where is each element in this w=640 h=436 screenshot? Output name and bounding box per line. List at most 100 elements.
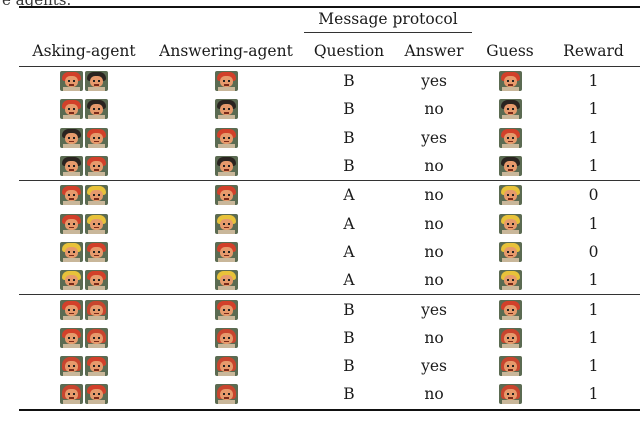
face-redmop-icon: [214, 356, 238, 377]
reward-cell: 1: [588, 100, 599, 119]
guess-cell: [473, 295, 547, 324]
face-black-icon: [498, 99, 522, 120]
answer-cell: no: [424, 186, 444, 205]
reward-cell: 1: [547, 380, 640, 411]
asking-agent-cell: [19, 95, 149, 123]
guess-cell: [473, 124, 547, 152]
face-redmop-icon: [214, 327, 238, 348]
clipped-caption: e agents.: [2, 0, 72, 9]
face-redmop-icon: [498, 384, 522, 405]
face-black-icon: [85, 99, 108, 120]
col-header-asking-agent: Asking-agent: [19, 35, 149, 67]
face-red-icon: [85, 384, 108, 405]
asking-agent-cell: [19, 181, 149, 210]
asking-agent-cell: [19, 352, 149, 380]
face-red-icon: [85, 356, 108, 377]
col-header-guess: Guess: [473, 35, 548, 67]
face-black-icon: [60, 156, 83, 177]
face-red-icon: [498, 127, 522, 148]
answering-agent-cell: [149, 95, 303, 123]
face-red-icon: [60, 299, 83, 320]
face-red-icon: [60, 185, 83, 206]
face-yellow-icon: [498, 213, 522, 234]
asking-agent-cell: [19, 124, 149, 152]
face-red-icon: [214, 127, 238, 148]
face-red-icon: [60, 71, 83, 92]
question-cell: B: [343, 72, 355, 91]
face-yellow-icon: [498, 270, 522, 291]
asking-agent-cell: [19, 238, 149, 266]
answering-agent-cell: [149, 238, 303, 266]
answer-cell: yes: [421, 128, 447, 147]
message-protocol-label: Message protocol: [304, 10, 472, 33]
face-yellow-icon: [214, 270, 238, 291]
face-red-icon: [85, 270, 108, 291]
face-red-icon: [60, 213, 83, 234]
asking-agent-cell: [19, 151, 149, 182]
question-cell: A: [303, 266, 395, 296]
face-yellow-icon: [498, 185, 522, 206]
answering-agent-cell: [149, 67, 303, 96]
answering-agent-cell: [149, 324, 303, 352]
face-black-icon: [498, 156, 522, 177]
asking-agent-cell: [19, 295, 149, 324]
answer-cell: yes: [421, 357, 447, 376]
reward-cell: 1: [588, 128, 599, 147]
face-redmop-icon: [85, 299, 108, 320]
face-black-icon: [60, 127, 83, 148]
answer-cell: yes: [421, 72, 447, 91]
question-cell: B: [343, 328, 355, 347]
question-cell: A: [343, 186, 355, 205]
face-black-icon: [85, 71, 108, 92]
col-header-answering-agent: Answering-agent: [149, 35, 303, 67]
reward-cell: 1: [588, 300, 599, 319]
answering-agent-cell: [149, 181, 303, 210]
guess-cell: [473, 67, 547, 96]
face-redmop-icon: [85, 327, 108, 348]
asking-agent-cell: [19, 324, 149, 352]
face-yellow-icon: [60, 241, 83, 262]
question-cell: A: [343, 242, 355, 261]
asking-agent-cell: [19, 67, 149, 96]
col-header-reward: Reward: [547, 35, 640, 67]
asking-agent-cell: [19, 209, 149, 237]
guess-cell: [473, 352, 547, 380]
face-yellow-icon: [60, 270, 83, 291]
face-red-icon: [60, 327, 83, 348]
question-cell: B: [343, 357, 355, 376]
col-header-answer: Answer: [395, 35, 474, 67]
guess-cell: [473, 266, 548, 296]
answering-agent-cell: [149, 266, 303, 296]
results-table: Message protocol Asking-agent Answering-…: [19, 6, 640, 411]
answering-agent-cell: [149, 124, 303, 152]
face-redmop-icon: [498, 356, 522, 377]
question-cell: B: [303, 380, 395, 411]
header-row: Asking-agent Answering-agent Question An…: [19, 35, 640, 67]
face-yellow-icon: [214, 213, 238, 234]
face-red-icon: [85, 241, 108, 262]
answering-agent-cell: [149, 209, 303, 237]
face-red-icon: [85, 127, 108, 148]
guess-cell: [473, 151, 548, 182]
face-redmop-icon: [214, 384, 238, 405]
answering-agent-cell: [149, 352, 303, 380]
answering-agent-cell: [149, 295, 303, 324]
col-header-question: Question: [303, 35, 395, 67]
reward-cell: 1: [547, 151, 640, 182]
guess-cell: [473, 324, 547, 352]
question-cell: B: [343, 128, 355, 147]
reward-cell: 0: [588, 186, 599, 205]
face-yellow-icon: [498, 241, 522, 262]
question-cell: B: [343, 100, 355, 119]
